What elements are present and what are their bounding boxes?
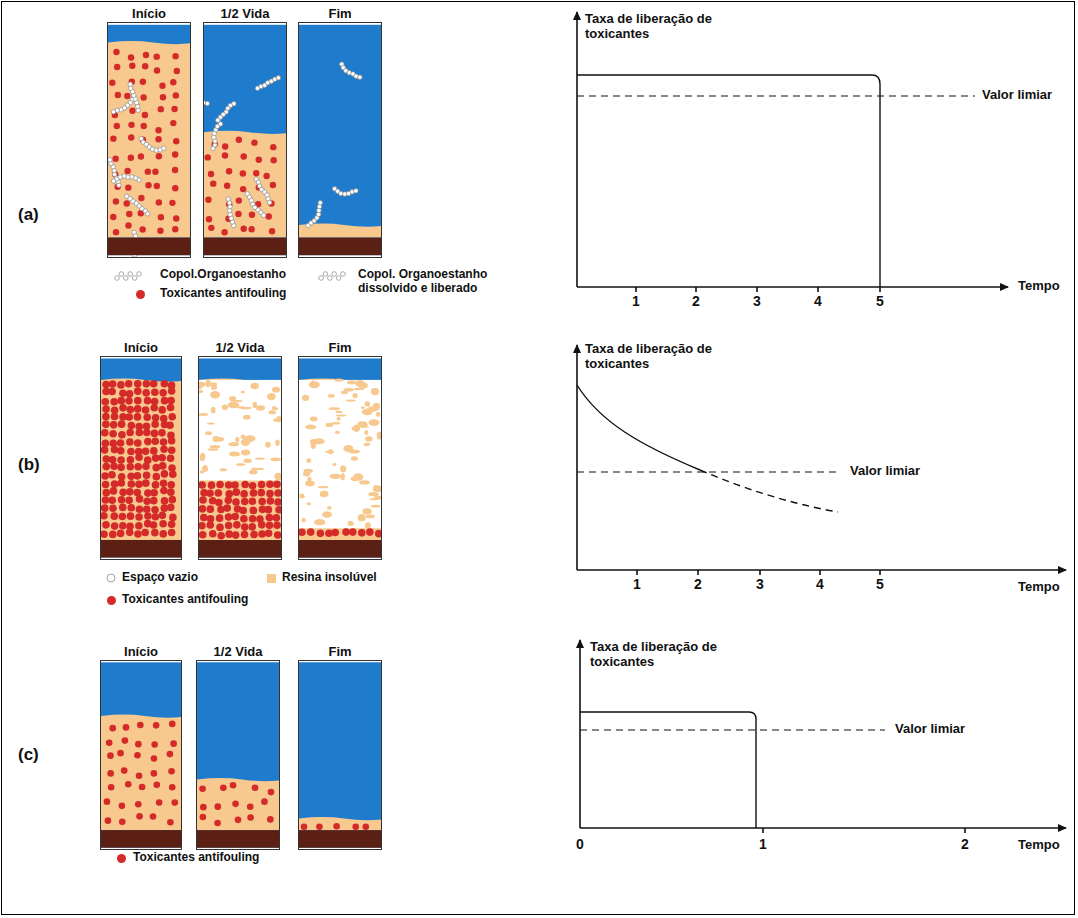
legend-text: Copol. Organoestanho dissolvido e libera… [358, 268, 523, 296]
tick-number: 3 [753, 293, 761, 309]
coating-illustration [107, 22, 191, 258]
axis-label: Tempo [1018, 838, 1060, 853]
panel-heading: 1/2 Vida [198, 340, 282, 356]
tick-number: 3 [756, 576, 764, 592]
threshold-label: Valor limiar [895, 722, 965, 737]
row-label: (c) [18, 745, 39, 765]
panel-heading: Início [100, 340, 182, 356]
coating-panel: Início [100, 340, 182, 560]
coating-panel: Início [100, 644, 182, 850]
threshold-label: Valor limiar [850, 464, 920, 479]
tick-number: 0 [576, 836, 584, 852]
tick-number: 2 [692, 293, 700, 309]
tick-number: 1 [759, 836, 767, 852]
tick-number: 4 [816, 576, 824, 592]
tick-number: 2 [694, 576, 702, 592]
legend-swatch [136, 290, 145, 299]
coating-illustration [298, 660, 382, 850]
legend-swatch [267, 574, 276, 583]
chain-icon [113, 269, 143, 283]
coating-illustration [298, 22, 382, 258]
coating-illustration [203, 22, 287, 258]
panel-heading: 1/2 Vida [196, 644, 280, 660]
panel-heading: 1/2 Vida [203, 6, 287, 22]
coating-panel: 1/2 Vida [196, 644, 280, 850]
axis-title: Taxa de liberação de toxicantes [590, 640, 720, 670]
tick-number: 2 [961, 836, 969, 852]
coating-illustration [100, 660, 182, 850]
tick-number: 5 [876, 576, 884, 592]
coating-illustration [198, 356, 282, 560]
axis-title: Taxa de liberação de toxicantes [585, 342, 715, 372]
panel-heading: Fim [298, 340, 382, 356]
chain-icon [317, 269, 347, 283]
legend-text: Toxicantes antifouling [160, 287, 286, 301]
coating-illustration [196, 660, 280, 850]
axis-title: Taxa de liberação de toxicantes [585, 12, 715, 42]
legend-swatch [117, 854, 126, 863]
legend-text: Copol.Organoestanho [160, 268, 286, 282]
legend-swatch [107, 596, 116, 605]
coating-panel: 1/2 Vida [198, 340, 282, 560]
axis-label: Tempo [1018, 580, 1060, 595]
legend-text: Toxicantes antifouling [122, 593, 248, 607]
legend-text: Espaço vazio [122, 571, 198, 585]
coating-panel: Fim [298, 6, 382, 258]
tick-number: 1 [633, 576, 641, 592]
tick-number: 5 [876, 293, 884, 309]
legend-text: Toxicantes antifouling [133, 851, 259, 865]
axis-label: Tempo [1018, 279, 1060, 294]
panel-heading: Fim [298, 644, 382, 660]
legend-text: Resina insolúvel [282, 571, 377, 585]
coating-illustration [100, 356, 182, 560]
coating-panel: Início [107, 6, 191, 258]
coating-panel: Fim [298, 340, 382, 560]
coating-panel: 1/2 Vida [203, 6, 287, 258]
panel-heading: Início [100, 644, 182, 660]
threshold-label: Valor limiar [982, 88, 1052, 103]
void-icon [96, 571, 126, 585]
row-label: (a) [18, 205, 39, 225]
coating-panel: Fim [298, 644, 382, 850]
row-label: (b) [18, 455, 40, 475]
tick-number: 4 [814, 293, 822, 309]
coating-illustration [298, 356, 382, 560]
tick-number: 1 [632, 293, 640, 309]
panel-heading: Fim [298, 6, 382, 22]
panel-heading: Início [107, 6, 191, 22]
